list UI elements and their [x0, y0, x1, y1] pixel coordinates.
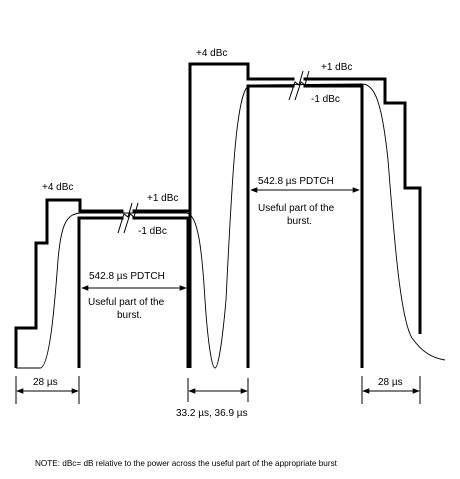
break-mark-right [288, 70, 310, 101]
break-mark-left [117, 202, 139, 234]
guard-time-dimension [187, 378, 249, 402]
right-plus4-label: +4 dBc [196, 48, 227, 59]
footnote: NOTE: dBc= dB relative to the power acro… [35, 459, 338, 468]
upper-mask-left [14, 198, 192, 368]
upper-mask-right [188, 62, 422, 368]
right-minus1-label: -1 dBc [311, 94, 340, 105]
right-plus1-label: +1 dBc [321, 62, 352, 73]
right-duration-label: 542.8 µs PDTCH [258, 176, 334, 187]
left-duration-label: 542.8 µs PDTCH [89, 271, 165, 282]
lower-mask-right [246, 84, 364, 368]
left-minus1-label: -1 dBc [138, 226, 167, 237]
burst-power-curve [16, 83, 446, 369]
left-useful-line1: Useful part of the [88, 297, 165, 308]
lower-mask-left [77, 216, 190, 368]
guard-time-label: 33.2 µs, 36.9 µs [176, 408, 248, 419]
left-ramp-time-label: 28 µs [33, 377, 58, 388]
right-ramp-dimension [361, 376, 421, 404]
left-plus4-label: +4 dBc [42, 182, 73, 193]
left-useful-line2: burst. [117, 310, 142, 321]
right-useful-line2: burst. [287, 216, 312, 227]
left-plus1-label: +1 dBc [147, 193, 178, 204]
left-ramp-dimension [15, 376, 80, 404]
right-ramp-time-label: 28 µs [378, 377, 403, 388]
right-useful-line1: Useful part of the [258, 203, 335, 214]
